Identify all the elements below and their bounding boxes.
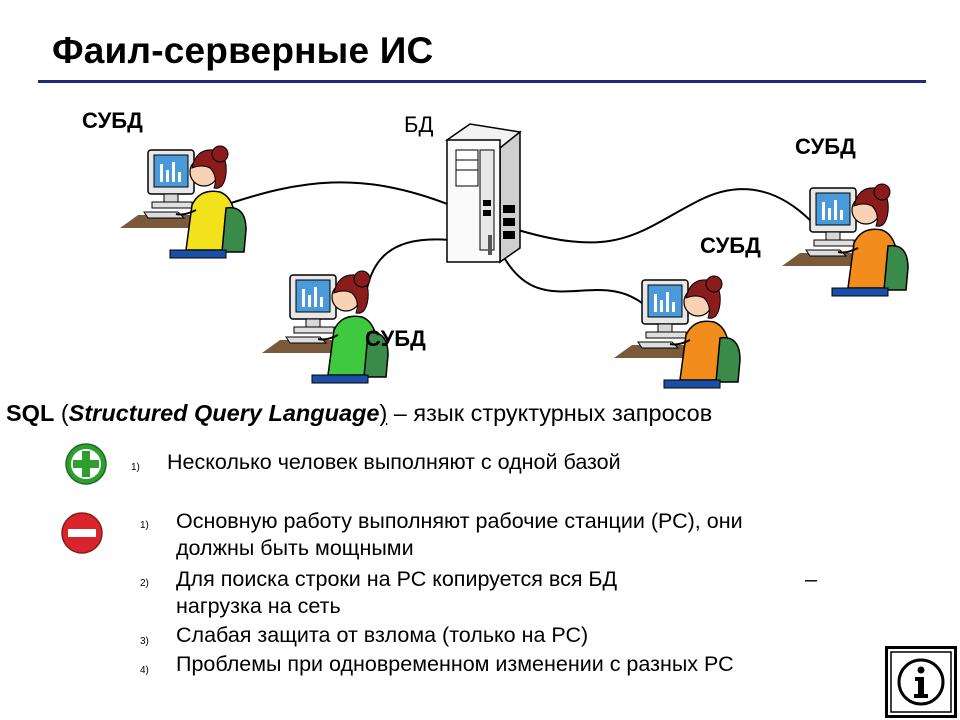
- client-label: СУБД: [795, 134, 856, 159]
- cons-item: Для поиска строки на РС копируется вся Б…: [176, 566, 617, 620]
- workstation-icon: [119, 145, 247, 259]
- server-icon: [445, 123, 522, 264]
- pros-item: Несколько человек выполняют с одной базо…: [167, 450, 621, 474]
- sql-definition: SQL (Structured Query Language) – язык с…: [6, 400, 712, 427]
- sql-close-paren: ): [379, 400, 388, 426]
- list-number: 4): [140, 665, 149, 676]
- page-title: Фаил-серверные ИС: [52, 30, 434, 71]
- cons-item-line: должны быть мощными: [176, 536, 414, 560]
- cons-item: Проблемы при одновременном изменении с р…: [176, 652, 734, 676]
- list-number: 3): [140, 636, 149, 647]
- plus-icon: [65, 443, 107, 485]
- cons-item-line: Основную работу выполняют рабочие станци…: [176, 509, 743, 533]
- list-number: 1): [140, 520, 149, 531]
- cons-item-dash: –: [805, 567, 817, 591]
- cons-item-line: Для поиска строки на РС копируется вся Б…: [176, 567, 618, 591]
- cons-item: Слабая защита от взлома (только на РС): [176, 623, 589, 647]
- client-label: СУБД: [365, 326, 426, 351]
- workstation-icon: [613, 275, 741, 389]
- sql-keyword: SQL: [6, 400, 55, 426]
- info-icon[interactable]: [885, 646, 957, 718]
- list-number: 2): [140, 578, 149, 589]
- sql-term: Structured Query Language: [68, 400, 380, 426]
- sql-open-paren: (: [54, 400, 69, 426]
- cons-item-line: нагрузка на сеть: [176, 594, 341, 618]
- minus-icon: [61, 512, 103, 554]
- client-label: СУБД: [82, 108, 143, 133]
- client-label: СУБД: [700, 233, 761, 258]
- sql-description: – язык структурных запросов: [387, 400, 713, 426]
- list-number: 1): [131, 462, 140, 473]
- server-label: БД: [404, 112, 434, 137]
- cons-item: Основную работу выполняют рабочие станци…: [176, 508, 743, 562]
- network-diagram: [119, 123, 909, 389]
- title-divider: [38, 80, 926, 83]
- workstation-icon: [781, 183, 909, 297]
